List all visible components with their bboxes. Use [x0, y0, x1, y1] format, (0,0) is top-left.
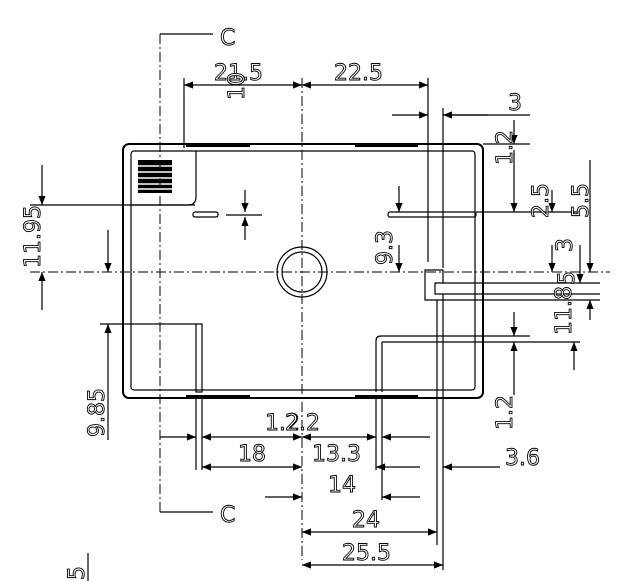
- dim-3-6: 3.6: [505, 446, 540, 471]
- dim-1-2-right: 1.2: [493, 395, 518, 430]
- dim-1-2-top: 1.2: [493, 130, 518, 165]
- dim-18: 18: [238, 442, 266, 467]
- dim-5-right: 5: [555, 271, 580, 285]
- dim-1-2-bottom: 1.2: [265, 411, 300, 436]
- latch-clip: [424, 269, 444, 301]
- internal-ribs: [192, 211, 477, 393]
- terminal-block: [131, 151, 197, 206]
- section-mark-bottom: C: [220, 503, 235, 528]
- housing-outline: [122, 143, 484, 399]
- dim-24: 24: [352, 508, 380, 533]
- dim-11-95: 11.95: [21, 205, 46, 268]
- dim-3-right: 3: [553, 238, 578, 252]
- dim-3-top: 3: [508, 91, 522, 116]
- dim-10: 10: [225, 72, 250, 100]
- dim-9-85: 9.85: [85, 388, 110, 437]
- dim-11-8: 11.8: [552, 286, 577, 335]
- dim-14: 14: [328, 473, 356, 498]
- dim-5-5: 5.5: [569, 183, 594, 218]
- section-mark-top: C: [220, 26, 235, 51]
- dim-25-5: 25.5: [342, 541, 391, 566]
- dim-22-5: 22.5: [334, 61, 383, 86]
- dim-2-2: 2.2: [285, 411, 320, 436]
- dim-9-3: 9.3: [373, 230, 398, 265]
- dimension-lines: [30, 78, 600, 570]
- dim-13-3: 13.3: [312, 442, 361, 467]
- dim-2-5: 2.5: [529, 183, 554, 218]
- dim-21-5: 21.5: [214, 61, 263, 86]
- center-lines: [30, 33, 610, 560]
- dim-5-corner: 5: [65, 566, 90, 580]
- dimension-labels: C C 21.5 22.5 3 10 1.2 2.5 5.5 3 11.95 9…: [21, 26, 594, 581]
